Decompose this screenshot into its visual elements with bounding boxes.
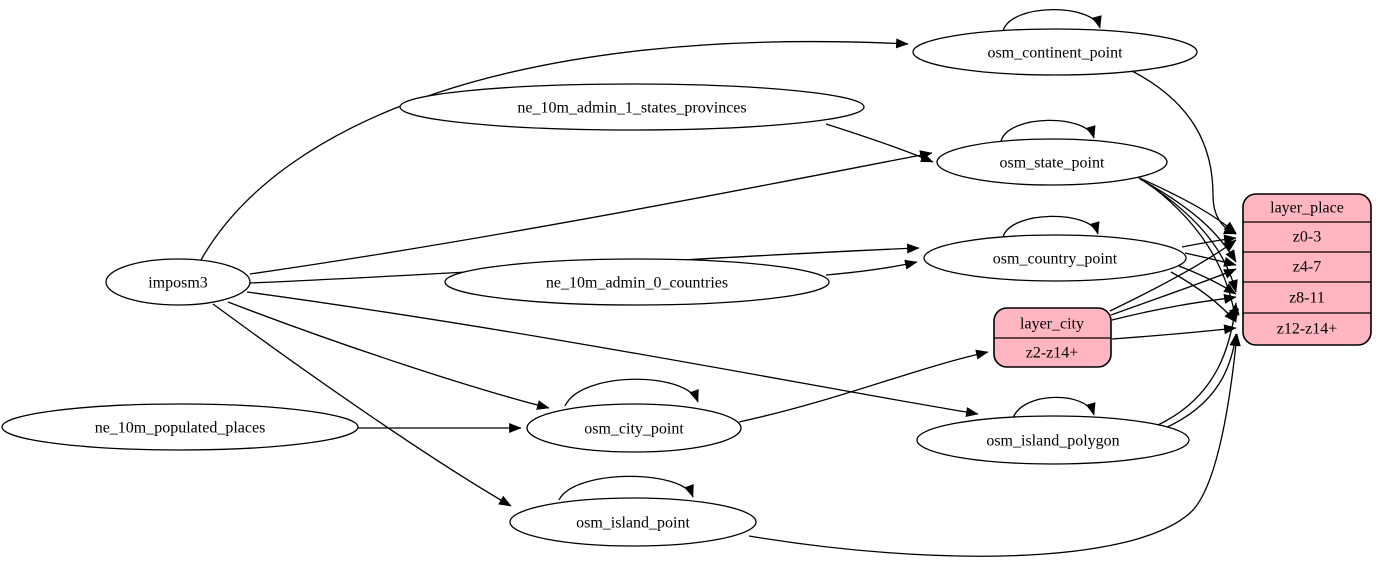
edge-ne_10m_admin_0_countries-to-osm_country_point [825, 259, 918, 276]
edge-osm_island_point-to-layer_place-z12-z14 [748, 333, 1241, 557]
layer_place-box [1242, 193, 1372, 346]
ne_10m_populated_places-ellipse [1, 403, 359, 451]
osm_city_point-ellipse [526, 403, 742, 453]
ne_10m_admin_0_countries-ellipse [444, 258, 830, 306]
osm_city_point-label: osm_city_point [584, 421, 684, 438]
edge-imposm3-to-osm_island_polygon [246, 291, 979, 418]
edge-selfloop-osm_island_point [558, 475, 694, 501]
layer_place-row-z4-7: z4-7 [1293, 259, 1321, 276]
layer_place-title: layer_place [1270, 200, 1344, 217]
edge-osm_state_point-to-layer_place-z0-3 [1134, 175, 1237, 234]
edge-selfloop-osm_island_polygon [1012, 396, 1096, 419]
edge-selfloop-osm_continent_point [1002, 8, 1102, 32]
edge-selfloop-osm_state_point [1000, 119, 1096, 142]
layer_city-row-z2-z14: z2-z14+ [1026, 345, 1079, 362]
edge-osm_country_point-to-layer_place-z8-11 [1178, 265, 1237, 295]
ne_10m_admin_1_states_provinces-label: ne_10m_admin_1_states_provinces [517, 100, 746, 117]
osm_continent_point-label: osm_continent_point [987, 45, 1123, 62]
edge-layer_city-to-layer_place-z4-7 [1110, 268, 1237, 316]
osm_state_point-ellipse [936, 138, 1168, 186]
edge-osm_state_point-to-layer_place-z8-11 [1144, 181, 1238, 293]
osm_continent_point-ellipse [912, 28, 1198, 76]
node-osm_city_point: osm_city_point [526, 403, 742, 453]
edge-osm_country_point-to-layer_place-z12-z14 [1170, 271, 1237, 323]
edge-imposm3-to-osm_state_point [249, 150, 933, 275]
edge-osm_island_polygon-to-layer_place-z12-z14 [1162, 333, 1240, 430]
layer_place-row-z0-3: z0-3 [1293, 229, 1321, 246]
edge-osm_country_point-to-layer_place-z4-7 [1184, 252, 1237, 267]
osm_island_polygon-label: osm_island_polygon [986, 433, 1119, 450]
node-layer_city: layer_city z2-z14+ [993, 307, 1112, 368]
layer_city-title: layer_city [1020, 316, 1084, 333]
node-ne_10m_admin_0_countries: ne_10m_admin_0_countries [444, 258, 830, 306]
osm_state_point-label: osm_state_point [1000, 155, 1105, 172]
edge-osm_country_point-to-layer_place-z0-3 [1181, 234, 1237, 248]
osm_island_polygon-ellipse [916, 415, 1190, 465]
edge-imposm3-to-osm_island_point [212, 303, 512, 507]
edge-selfloop-osm_city_point [564, 378, 699, 407]
ne_10m_admin_0_countries-label: ne_10m_admin_0_countries [546, 275, 728, 292]
osm_island_point-label: osm_island_point [576, 515, 690, 532]
node-ne_10m_admin_1_states_provinces: ne_10m_admin_1_states_provinces [399, 83, 865, 131]
ne_10m_admin_1_states_provinces-ellipse [399, 83, 865, 131]
node-osm_country_point: osm_country_point [923, 234, 1187, 282]
node-osm_state_point: osm_state_point [936, 138, 1168, 186]
osm_country_point-label: osm_country_point [993, 251, 1118, 268]
osm_country_point-ellipse [923, 234, 1187, 282]
imposm3-ellipse [105, 258, 251, 306]
edge-imposm3-to-osm_continent_point [200, 38, 909, 261]
layer_place-row-z12-z14: z12-z14+ [1277, 321, 1338, 338]
edge-layer_city-to-layer_place-z0-3 [1109, 239, 1237, 312]
node-layer_place: layer_place z0-3 z4-7 z8-11 z12-z14+ [1242, 193, 1372, 346]
edge-ne_10m_admin_1_states_provinces-to-osm_state_point [825, 123, 934, 163]
edge-selfloop-osm_country_point [1002, 215, 1100, 238]
osm_island_point-ellipse [509, 497, 757, 547]
imposm3-label: imposm3 [148, 275, 208, 292]
edge-imposm3-to-osm_city_point [227, 301, 550, 410]
node-osm_island_point: osm_island_point [509, 497, 757, 547]
edge-osm_state_point-to-layer_place-z4-7 [1139, 178, 1237, 263]
layer_place-row-z8-11: z8-11 [1289, 290, 1325, 307]
edge-osm_continent_point-to-layer_place-z0-3 [1125, 67, 1237, 235]
edge-osm_city_point-to-layer_city-z2-z14 [738, 349, 989, 423]
edge-layer_city-to-layer_place-z12-z14 [1111, 324, 1237, 340]
node-osm_island_polygon: osm_island_polygon [916, 415, 1190, 465]
node-osm_continent_point: osm_continent_point [912, 28, 1198, 76]
node-ne_10m_populated_places: ne_10m_populated_places [1, 403, 359, 451]
edge-layer_city-to-layer_place-z8-11 [1111, 294, 1237, 321]
edges [200, 8, 1241, 557]
node-imposm3: imposm3 [105, 258, 251, 306]
ne_10m_populated_places-label: ne_10m_populated_places [95, 420, 266, 437]
edge-osm_island_polygon-to-layer_place-z8-11 [1157, 302, 1240, 426]
